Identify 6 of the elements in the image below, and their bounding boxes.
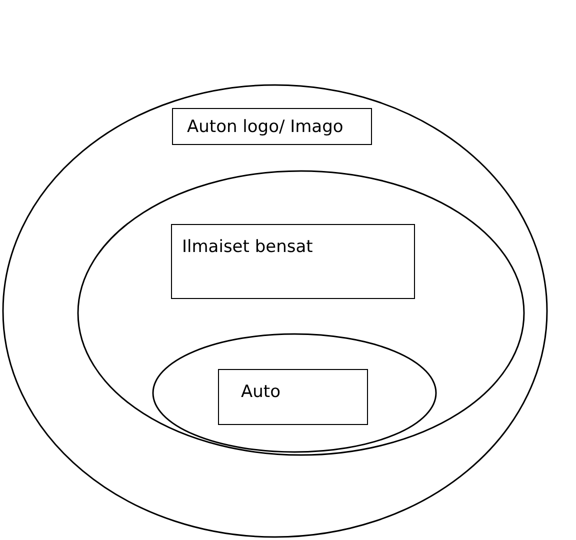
ellipse: [152, 333, 437, 453]
text-box: Auton logo/ Imago: [172, 108, 372, 145]
text-box: Ilmaiset bensat: [171, 224, 415, 299]
ellipse: [77, 170, 525, 456]
ellipse: [2, 84, 548, 538]
text-box: Auto: [218, 369, 368, 425]
